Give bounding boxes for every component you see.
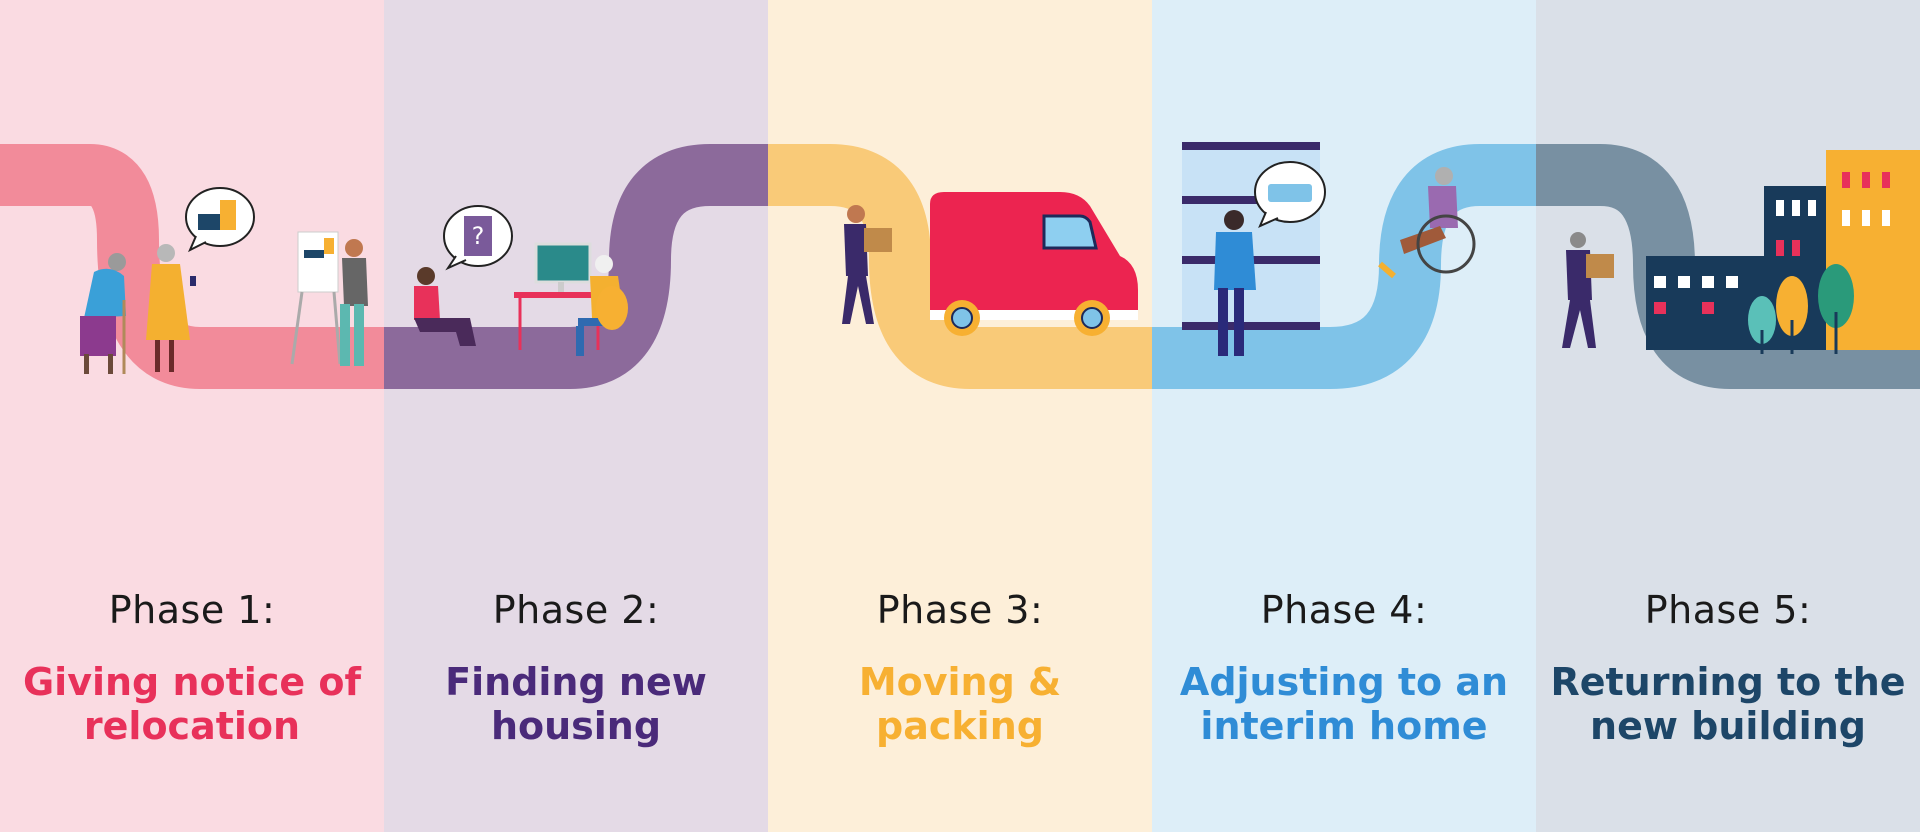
trees-icon [1748, 264, 1854, 354]
svg-text:?: ? [472, 222, 485, 250]
phase-4-illustration [1182, 142, 1476, 356]
new-building-icon [1646, 150, 1920, 350]
phase-title: Adjusting to an interim home [1152, 660, 1536, 748]
phase-4-background [1152, 0, 1536, 832]
speech-bubble-buildings-icon [185, 187, 255, 253]
phase-title-line: relocation [83, 704, 301, 748]
phase-label: Phase 3: [876, 588, 1044, 632]
phase-title: Returning to the new building [1536, 660, 1920, 748]
phase-label: Phase 2: [492, 588, 660, 632]
phase-title-line: Adjusting to an [1179, 660, 1509, 704]
computer-desk-icon [514, 242, 604, 350]
mover-with-box-icon [842, 205, 892, 324]
phase-1-people [80, 187, 368, 374]
phase-title-line: housing [490, 704, 662, 748]
phase-title-line: packing [876, 704, 1044, 748]
phase-title-line: Finding new [445, 660, 707, 704]
phase-title: Moving & packing [768, 660, 1152, 748]
phase-title-line: new building [1590, 704, 1866, 748]
seated-woman-icon [414, 267, 476, 346]
phase-label: Phase 1: [108, 588, 276, 632]
standing-woman-icon [1214, 210, 1256, 356]
phase-label: Phase 5: [1644, 588, 1812, 632]
phase-5-caption: Phase 5: Returning to the new building [1536, 0, 1920, 832]
person-carrying-box-icon [1562, 232, 1614, 348]
woman-with-phone-icon [146, 244, 196, 372]
speech-bubble-question-icon: ? [443, 205, 513, 271]
phase-title-line: interim home [1200, 704, 1488, 748]
phase-3-caption: Phase 3: Moving & packing [768, 0, 1152, 832]
phase-5-illustration [1562, 150, 1920, 354]
speech-bubble-bus-icon [1254, 161, 1326, 228]
phase-title-line: Returning to the [1550, 660, 1906, 704]
presentation-board-icon [290, 231, 342, 365]
phase-2-caption: Phase 2: Finding new housing [384, 0, 768, 832]
person-in-wheelchair-icon [1378, 167, 1476, 279]
presenter-man-icon [340, 239, 368, 366]
phase-title-line: Moving & [858, 660, 1062, 704]
phase-title: Finding new housing [384, 660, 768, 748]
moving-van-icon [930, 192, 1138, 336]
phase-4-caption: Phase 4: Adjusting to an interim home [1152, 0, 1536, 832]
phase-label: Phase 4: [1260, 588, 1428, 632]
elderly-woman-with-cane-icon [80, 253, 126, 374]
phase-5-background [1536, 0, 1920, 832]
phase-2-background [384, 0, 768, 832]
phase-2-people: ? [414, 205, 628, 356]
phase-3-illustration [842, 192, 1138, 336]
phase-title: Giving notice of relocation [0, 660, 384, 748]
phase-1-caption: Phase 1: Giving notice of relocation [0, 0, 384, 832]
man-at-computer-icon [576, 255, 628, 356]
phase-3-background [768, 0, 1152, 832]
phase-title-line: Giving notice of [22, 660, 361, 704]
phase-1-background [0, 0, 384, 832]
